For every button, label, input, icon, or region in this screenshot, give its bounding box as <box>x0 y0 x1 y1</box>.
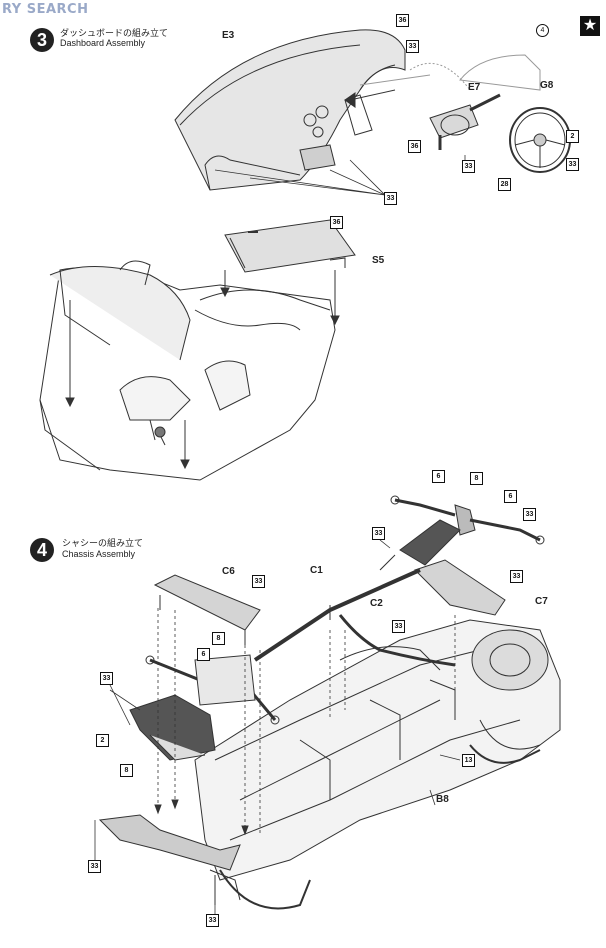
paint-code-box: 33 <box>100 672 113 685</box>
paint-code-box: 36 <box>396 14 409 27</box>
star-icon: ★ <box>580 16 600 36</box>
paint-code-box: 36 <box>330 216 343 229</box>
paint-code-box: 13 <box>462 754 475 767</box>
paint-code-box: 8 <box>470 472 483 485</box>
paint-code-box: 6 <box>197 648 210 661</box>
rear-diff-assembly <box>379 495 545 571</box>
paint-code-box: 33 <box>462 160 475 173</box>
paint-code-box: 36 <box>408 140 421 153</box>
paint-code-box: 6 <box>504 490 517 503</box>
part-label: S5 <box>372 255 385 266</box>
part-label: G8 <box>540 80 554 91</box>
body-tub-part <box>39 260 336 481</box>
front-suspension-assembly <box>129 654 280 761</box>
step-number: 3 <box>30 28 54 52</box>
paint-code-box: 33 <box>406 40 419 53</box>
paint-code-box: 8 <box>212 632 225 645</box>
crossmember-part <box>153 574 261 645</box>
paint-code-box: 2 <box>96 734 109 747</box>
step-title-ja: シャシーの組み立て <box>62 539 144 549</box>
part-label: B8 <box>436 794 449 805</box>
paint-code-box: 8 <box>120 764 133 777</box>
paint-code-box: 33 <box>510 570 523 583</box>
paint-code-circle: 4 <box>536 24 549 37</box>
paint-code-box: 28 <box>498 178 511 191</box>
paint-code-box: 33 <box>372 527 385 540</box>
part-label: C1 <box>310 565 323 576</box>
dashboard-part <box>174 29 406 191</box>
paint-code-box: 2 <box>566 130 579 143</box>
rear-deck-part <box>224 219 356 273</box>
exhaust-part <box>338 614 456 667</box>
paint-code-box: 6 <box>432 470 445 483</box>
paint-code-box: 33 <box>206 914 219 927</box>
steering-column-part <box>429 93 501 150</box>
paint-code-box: 33 <box>252 575 265 588</box>
paint-code-box: 33 <box>566 158 579 171</box>
watermark: RY SEARCH <box>2 2 89 17</box>
paint-code-box: 33 <box>392 620 405 633</box>
paint-code-box: 33 <box>88 860 101 873</box>
step-number: 4 <box>30 538 54 562</box>
paint-code-box: 33 <box>523 508 536 521</box>
steering-wheel-part <box>509 107 571 173</box>
part-label: E7 <box>468 82 481 93</box>
fuel-tank-part <box>414 559 506 616</box>
step-title-en: Chassis Assembly <box>62 549 136 559</box>
step-title-en: Dashboard Assembly <box>60 38 146 48</box>
part-label: C6 <box>222 566 235 577</box>
paint-code-box: 33 <box>384 192 397 205</box>
part-label: C2 <box>370 598 383 609</box>
part-label: C7 <box>535 596 548 607</box>
step-title-ja: ダッシュボードの組み立て <box>60 29 169 39</box>
part-label: E3 <box>222 30 235 41</box>
